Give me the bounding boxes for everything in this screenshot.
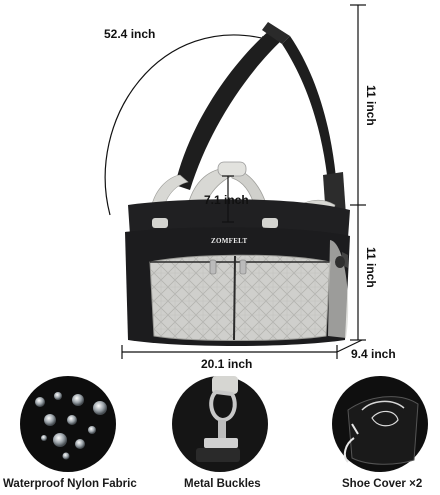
bag-depth-label: 9.4 inch [351,347,396,361]
bag-height-label: 11 inch [364,247,378,288]
bag-width-label: 20.1 inch [201,357,253,371]
strap-length-label: 52.4 inch [104,27,156,41]
metal-buckle-icon [172,376,268,472]
handle-drop-label: 7.1 inch [204,193,249,207]
quilted-pocket [149,254,331,341]
strap-arc-guide [104,34,271,216]
feature-caption-buckles: Metal Buckles [184,478,261,490]
brand-label: ZOMFELT [211,237,248,245]
feature-caption-waterproof: Waterproof Nylon Fabric [3,478,137,490]
total-height-label: 11 inch [364,85,378,126]
shoulder-strap [175,30,282,190]
feature-caption-shoe-cover: Shoe Cover ×2 [342,478,423,490]
shoe-bag-icon [332,376,428,472]
depth-dimension-line [336,339,363,353]
water-drops-icon [20,376,116,472]
